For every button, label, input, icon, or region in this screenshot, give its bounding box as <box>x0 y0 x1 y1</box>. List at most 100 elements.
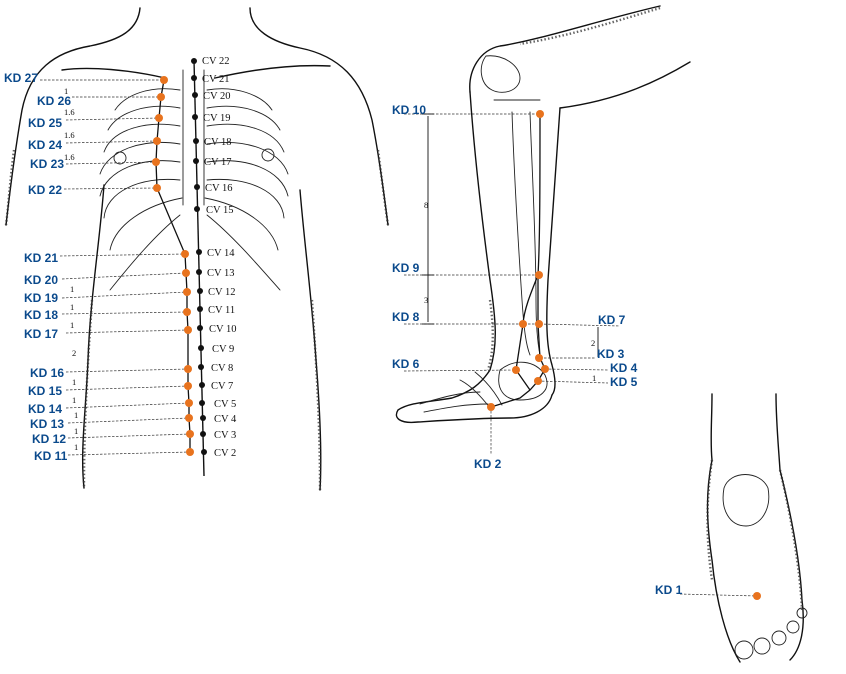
cv-label-9: CV 9 <box>212 344 234 355</box>
cv-point-11: CV 11 <box>197 305 235 316</box>
kd-label-23: KD 23 <box>30 157 64 171</box>
svg-text:2: 2 <box>591 338 595 348</box>
cv-label-11: CV 11 <box>208 305 235 316</box>
cv-point-4: CV 4 <box>200 414 237 425</box>
svg-text:1: 1 <box>72 395 76 405</box>
kd-trunk-labels: KD 27 KD 26 KD 25 KD 24 KD 23 KD 22 KD 2… <box>4 71 71 463</box>
cv-label-21: CV 21 <box>202 74 230 85</box>
kd-label-2: KD 2 <box>474 457 502 471</box>
cv-label-17: CV 17 <box>204 157 232 168</box>
kd-label-16: KD 16 <box>30 366 64 380</box>
kd-label-3: KD 3 <box>597 347 625 361</box>
kd-point-23 <box>152 158 160 166</box>
kd-point-17 <box>184 326 192 334</box>
svg-text:8: 8 <box>424 200 428 210</box>
cv-point-16: CV 16 <box>194 183 233 194</box>
kd-point-25 <box>155 114 163 122</box>
kd-trunk-points <box>152 76 194 456</box>
kd-point-8 <box>519 320 527 328</box>
kd-point-9 <box>535 271 543 279</box>
kd-point-3 <box>535 354 543 362</box>
kd-point-22 <box>153 184 161 192</box>
cv-label-7: CV 7 <box>211 381 233 392</box>
kd-label-24: KD 24 <box>28 138 62 152</box>
kd-label-9: KD 9 <box>392 261 420 275</box>
svg-text:1: 1 <box>70 284 74 294</box>
cv-point-3: CV 3 <box>200 430 236 441</box>
cv-label-14: CV 14 <box>207 248 235 259</box>
cv-point-21: CV 21 <box>191 74 230 85</box>
cv-point-18: CV 18 <box>193 137 232 148</box>
cv-label-10: CV 10 <box>209 324 237 335</box>
svg-text:1.6: 1.6 <box>64 152 75 162</box>
svg-text:1: 1 <box>70 302 74 312</box>
kd-point-20 <box>182 269 190 277</box>
cv-label-8: CV 8 <box>211 363 233 374</box>
kd-label-10: KD 10 <box>392 103 426 117</box>
cv-label-15: CV 15 <box>206 205 234 216</box>
cv-point-10: CV 10 <box>197 324 237 335</box>
cv-label-3: CV 3 <box>214 430 236 441</box>
kd-label-12: KD 12 <box>32 432 66 446</box>
cv-points: CV 22 CV 21 CV 20 CV 19 CV 18 CV 17 CV 1… <box>191 56 237 459</box>
svg-text:1.6: 1.6 <box>64 107 75 117</box>
leg-measures: 8 3 2 1 <box>424 200 596 383</box>
svg-text:1: 1 <box>70 320 74 330</box>
cv-label-16: CV 16 <box>205 183 233 194</box>
kd-point-7 <box>535 320 543 328</box>
svg-text:1: 1 <box>74 442 78 452</box>
kd-point-12 <box>186 430 194 438</box>
svg-text:1: 1 <box>592 373 596 383</box>
kd-point-16 <box>184 365 192 373</box>
cv-label-22: CV 22 <box>202 56 230 67</box>
cv-point-2: CV 2 <box>201 448 236 459</box>
kd-label-18: KD 18 <box>24 308 58 322</box>
kd-label-17: KD 17 <box>24 327 58 341</box>
cv-point-14: CV 14 <box>196 248 235 259</box>
cv-midline <box>193 59 205 477</box>
kd-point-21 <box>181 250 189 258</box>
kd-label-5: KD 5 <box>610 375 638 389</box>
cv-point-13: CV 13 <box>196 268 235 279</box>
kd-leg-points <box>487 110 549 411</box>
cv-label-20: CV 20 <box>203 91 231 102</box>
svg-text:1.6: 1.6 <box>64 130 75 140</box>
kd-point-15 <box>184 382 192 390</box>
cv-point-7: CV 7 <box>199 381 233 392</box>
kd-label-15: KD 15 <box>28 384 62 398</box>
kd-point-5 <box>534 377 542 385</box>
svg-text:1: 1 <box>64 86 68 96</box>
leg-figure <box>395 5 691 424</box>
kd-leg-labels: KD 10 KD 9 KD 8 KD 6 KD 7 KD 3 KD 4 KD 5… <box>392 103 638 471</box>
kd-leg-leaders <box>403 113 621 455</box>
kd-label-27: KD 27 <box>4 71 38 85</box>
kd-point-13 <box>185 414 193 422</box>
svg-text:1: 1 <box>74 426 78 436</box>
kd-point-1 <box>753 592 761 600</box>
cv-label-12: CV 12 <box>208 287 236 298</box>
cv-label-4: CV 4 <box>214 414 237 425</box>
kd-label-26: KD 26 <box>37 94 71 108</box>
cv-point-8: CV 8 <box>198 363 233 374</box>
cv-label-13: CV 13 <box>207 268 235 279</box>
kd-point-26 <box>157 93 165 101</box>
sole-figure <box>706 393 808 663</box>
kd-point-27 <box>160 76 168 84</box>
cv-label-2: CV 2 <box>214 448 236 459</box>
kd-label-6: KD 6 <box>392 357 420 371</box>
kd-point-24 <box>153 137 161 145</box>
kd-point-18 <box>183 308 191 316</box>
kd-label-4: KD 4 <box>610 361 638 375</box>
kd-label-25: KD 25 <box>28 116 62 130</box>
torso-figure <box>4 7 390 491</box>
kd-label-8: KD 8 <box>392 310 420 324</box>
cv-point-22: CV 22 <box>191 56 230 67</box>
kd-trunk-meridian <box>155 79 191 452</box>
cv-label-18: CV 18 <box>204 137 232 148</box>
cv-point-20: CV 20 <box>192 91 231 102</box>
svg-text:2: 2 <box>72 348 76 358</box>
kd-point-14 <box>185 399 193 407</box>
kd-point-10 <box>536 110 544 118</box>
cv-point-9: CV 9 <box>198 344 234 355</box>
